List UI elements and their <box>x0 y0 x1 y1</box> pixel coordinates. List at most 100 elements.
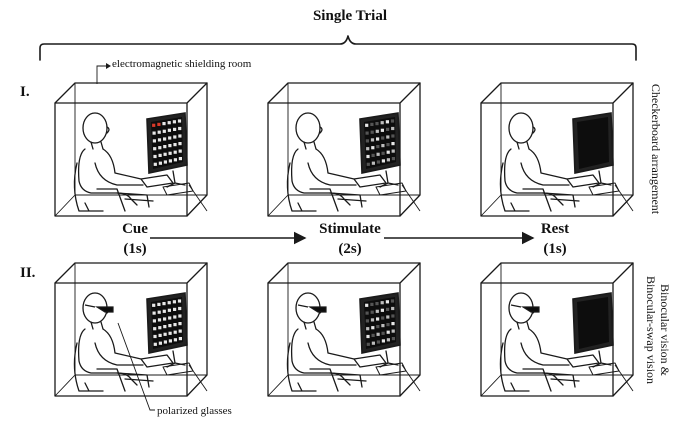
checker-cell <box>157 130 161 134</box>
checker-cell <box>163 332 167 336</box>
checker-cell <box>172 300 176 304</box>
person-neck <box>90 141 104 150</box>
checker-cell <box>152 303 156 307</box>
monitor-base <box>162 182 194 196</box>
phase-duration-cue: (1s) <box>123 241 147 257</box>
checker-cell <box>391 306 395 311</box>
checker-cell <box>152 123 156 127</box>
checker-cell <box>381 159 385 163</box>
checker-cell <box>167 128 171 132</box>
checker-cell <box>376 152 380 156</box>
checker-cell <box>153 154 157 159</box>
trial-brace <box>39 35 637 61</box>
checker-cell <box>386 315 390 319</box>
scene-2-stimulate <box>267 262 421 397</box>
row-1-side-label: Checkerboard arrangement <box>648 83 663 215</box>
checker-cell <box>178 337 182 341</box>
checker-cell <box>163 145 167 149</box>
person-body <box>503 328 564 386</box>
scene-1-rest <box>480 82 634 217</box>
keyboard-tray <box>140 174 174 188</box>
checker-cell <box>162 309 166 313</box>
monitor-base <box>375 362 407 376</box>
checker-cell <box>157 302 161 306</box>
checker-cell <box>376 145 380 149</box>
checker-cell <box>177 119 182 123</box>
checker-cell <box>390 299 395 303</box>
checker-cell <box>386 307 390 311</box>
checker-cell <box>370 138 375 142</box>
checker-cell <box>168 331 172 335</box>
checker-cell <box>152 131 156 135</box>
glasses-annotation-leader <box>117 322 155 411</box>
checker-cell <box>153 327 157 331</box>
monitor-base <box>162 362 194 376</box>
checker-cell <box>381 151 385 155</box>
checker-cell <box>173 307 177 311</box>
checker-cell <box>385 300 389 304</box>
figure-title: Single Trial <box>312 8 388 24</box>
checker-cell <box>365 131 369 135</box>
checker-cell <box>366 342 370 346</box>
checker-cell <box>163 325 167 329</box>
checker-cell <box>178 314 182 318</box>
checker-cell <box>386 127 390 131</box>
checker-cell <box>370 318 375 322</box>
checker-cell <box>371 161 375 165</box>
keyboard-tray <box>353 174 387 188</box>
checker-cell <box>157 310 161 314</box>
phase-duration-rest: (1s) <box>543 241 567 257</box>
phase-label-stimulate: Stimulate <box>319 221 381 237</box>
checker-cell <box>380 308 384 312</box>
person-body <box>503 148 564 206</box>
person-body <box>77 148 138 206</box>
person-neck <box>90 321 104 330</box>
checker-cell <box>391 337 395 341</box>
checker-cell <box>168 339 172 343</box>
checker-cell <box>163 137 167 141</box>
keyboard-tray <box>140 354 174 368</box>
chair <box>286 162 339 212</box>
checker-cell <box>386 150 390 154</box>
checker-cell <box>173 158 177 162</box>
checker-cell <box>168 324 172 328</box>
person-arms <box>307 148 357 186</box>
checker-cell <box>366 334 370 339</box>
checker-cell <box>178 126 182 131</box>
checker-cell <box>391 126 395 131</box>
checker-cell <box>391 329 395 333</box>
checker-cell <box>391 314 395 318</box>
monitor-cable <box>614 184 634 212</box>
checker-cell <box>371 333 375 337</box>
chair <box>73 342 126 392</box>
checker-cell <box>168 159 172 163</box>
row-numeral-2: II. <box>20 265 36 281</box>
checker-cell <box>376 137 380 141</box>
checker-cell <box>173 150 177 154</box>
checker-cell <box>158 153 162 157</box>
checker-cell <box>163 152 167 156</box>
row-2-side-label: Binocular vision & Binocular-swap vision <box>643 276 672 384</box>
checker-cell <box>163 160 167 164</box>
checker-cell <box>386 158 390 162</box>
person-body <box>77 328 138 386</box>
scene-2-rest <box>480 262 634 397</box>
checker-cell <box>173 330 177 334</box>
checker-cell <box>173 338 177 342</box>
person-head <box>295 112 321 144</box>
checker-cell <box>391 322 395 326</box>
checker-cell <box>370 302 374 306</box>
monitor-screen <box>577 117 609 169</box>
checker-cell <box>370 122 374 126</box>
person-legs <box>329 192 367 208</box>
checker-cell <box>371 326 375 330</box>
monitor-cable <box>188 364 208 392</box>
checker-cell <box>167 121 171 125</box>
checker-cell <box>391 157 395 161</box>
polarized-glasses-icon <box>510 304 540 313</box>
checker-cell <box>157 122 161 126</box>
monitor-cable <box>401 364 421 392</box>
person-legs <box>542 372 580 388</box>
